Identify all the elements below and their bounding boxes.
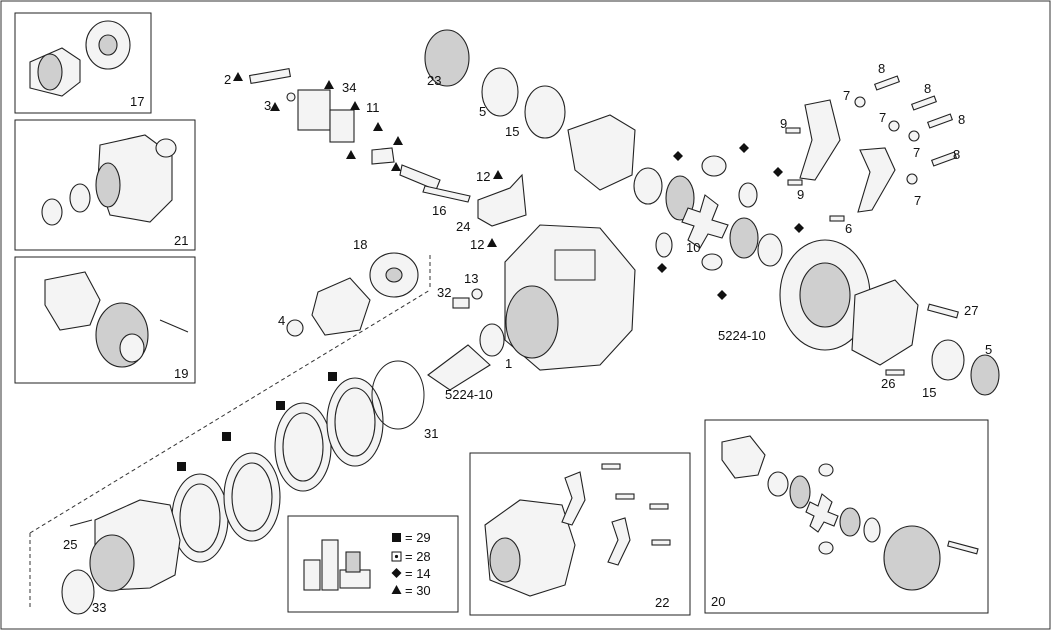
legend-text-14: = 14 (405, 566, 431, 581)
ring-gear-and-case (779, 239, 1000, 396)
main-axle-housing (479, 224, 636, 371)
callout-16: 16 (432, 203, 446, 218)
callout-5-upper: 5 (479, 104, 486, 119)
panel-20-label: 20 (711, 594, 725, 609)
legend-symbol-diamond (391, 568, 402, 578)
callout-2: 2 (224, 72, 231, 87)
panel-17-label: 17 (130, 94, 144, 109)
callout-25: 25 (63, 537, 77, 552)
legend-text-28: = 28 (405, 549, 431, 564)
callout-9-upper: 9 (780, 116, 787, 131)
callout-18: 18 (353, 237, 367, 252)
callout-26: 26 (881, 376, 895, 391)
callout-13: 13 (464, 271, 478, 286)
callout-24: 24 (456, 219, 470, 234)
callout-31: 31 (424, 426, 438, 441)
callout-3: 3 (264, 98, 271, 113)
panel-21-drawing (41, 134, 177, 226)
callout-27: 27 (964, 303, 978, 318)
callout-23: 23 (427, 73, 441, 88)
callout-8-a: 8 (878, 61, 885, 76)
callout-10: 10 (686, 240, 700, 255)
panel-20-drawing (721, 435, 979, 591)
callout-34: 34 (342, 80, 356, 95)
bolts-right (829, 75, 958, 222)
callout-15-lower: 15 (922, 385, 936, 400)
callout-32: 32 (437, 285, 451, 300)
shim-stack (171, 360, 425, 563)
callout-4: 4 (278, 313, 285, 328)
callout-8-b: 8 (924, 81, 931, 96)
axle-housing-cover (61, 499, 181, 615)
small-parts-cluster (248, 67, 527, 227)
panel-22-drawing (484, 463, 671, 597)
callout-9-lower: 9 (797, 187, 804, 202)
pinion-bearing-group (424, 29, 636, 191)
panel-19-label: 19 (174, 366, 188, 381)
callout-12-lower: 12 (470, 237, 484, 252)
legend-symbol-triangle (391, 585, 402, 594)
legend-text-30: = 30 (405, 583, 431, 598)
callout-7-a: 7 (843, 88, 850, 103)
callout-7-d: 7 (914, 193, 921, 208)
callout-8-c: 8 (958, 112, 965, 127)
panel-19-drawing (44, 271, 189, 368)
callout-8-d: 8 (953, 147, 960, 162)
symbol-markers (177, 72, 804, 471)
callout-7-b: 7 (879, 110, 886, 125)
callout-11: 11 (366, 100, 380, 115)
ref-label-left: 5224-10 (445, 387, 493, 402)
bearing-caps (785, 99, 896, 213)
callout-7-c: 7 (913, 145, 920, 160)
legend-illustration (303, 539, 371, 591)
ref-label-right: 5224-10 (718, 328, 766, 343)
panel-22-label: 22 (655, 595, 669, 610)
differential-group (633, 155, 783, 271)
perspective-guide (29, 255, 431, 610)
callout-5-lower: 5 (985, 342, 992, 357)
legend-symbol-dot (394, 554, 399, 559)
callout-15-upper: 15 (505, 124, 519, 139)
callout-33: 33 (92, 600, 106, 615)
legend-symbol-square-filled (392, 533, 401, 542)
callout-6: 6 (845, 221, 852, 236)
callout-1: 1 (505, 356, 512, 371)
pinion-flange-group (286, 252, 491, 391)
legend-text-29: = 29 (405, 530, 431, 545)
callout-12-upper: 12 (476, 169, 490, 184)
panel-21-label: 21 (174, 233, 188, 248)
panel-17-drawing (29, 20, 131, 97)
